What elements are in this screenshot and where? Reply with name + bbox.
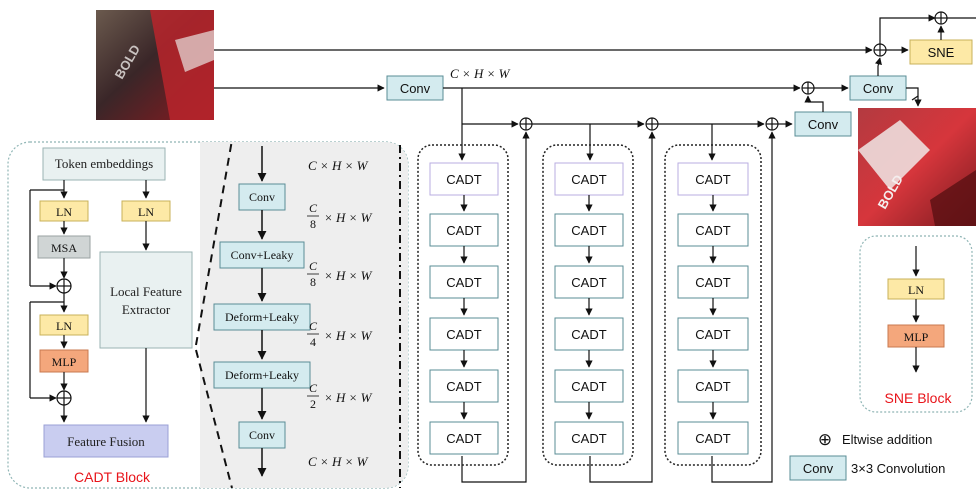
- ln-label-1: LN: [56, 205, 72, 219]
- cadt-label: CADT: [695, 172, 730, 187]
- cadt-label: CADT: [695, 275, 730, 290]
- dims-label: × H × W: [324, 210, 373, 225]
- dims-label: × H × W: [324, 268, 373, 283]
- dims-label: C × H × W: [308, 454, 369, 469]
- lfe-step-label: Conv: [249, 190, 275, 204]
- legend-conv-desc: 3×3 Convolution: [851, 461, 945, 476]
- lfe-step-label: Deform+Leaky: [225, 368, 299, 382]
- cadt-label: CADT: [571, 172, 606, 187]
- dims-label: × H × W: [324, 328, 373, 343]
- ln-label-3: LN: [56, 319, 72, 333]
- sne-label: SNE: [928, 45, 955, 60]
- lfe-step-label: Conv+Leaky: [231, 248, 294, 262]
- sne-block-title: SNE Block: [885, 390, 953, 406]
- dims-frac-num: C: [309, 201, 318, 215]
- cadt-label: CADT: [695, 327, 730, 342]
- dims-frac-den: 8: [310, 275, 316, 289]
- conv-label-3: Conv: [808, 117, 839, 132]
- cadt-label: CADT: [571, 327, 606, 342]
- cadt-label: CADT: [695, 223, 730, 238]
- dims-label-1: C × H × W: [450, 66, 511, 81]
- cadt-stacks: CADT CADT CADT CADT CADT CADT CADT CADT CADT CADT…: [430, 163, 748, 454]
- token-embeddings-label: Token embeddings: [55, 156, 153, 171]
- lfe-label-line2: Extractor: [122, 302, 171, 317]
- output-image: BOLD: [858, 108, 976, 226]
- cadt-label: CADT: [446, 327, 481, 342]
- sne-mlp-label: MLP: [904, 330, 929, 344]
- cadt-label: CADT: [571, 431, 606, 446]
- lfe-step-label: Conv: [249, 428, 275, 442]
- cadt-label: CADT: [571, 379, 606, 394]
- eltwise-legend-symbol: ⊕: [818, 430, 832, 449]
- legend-conv-label: Conv: [803, 461, 834, 476]
- msa-label: MSA: [51, 241, 77, 255]
- dims-label: C × H × W: [308, 158, 369, 173]
- dims-frac-num: C: [309, 319, 318, 333]
- cadt-label: CADT: [446, 223, 481, 238]
- cadt-label: CADT: [695, 431, 730, 446]
- cadt-label: CADT: [571, 223, 606, 238]
- eltwise-legend-label: Eltwise addition: [842, 432, 932, 447]
- dims-frac-den: 2: [310, 397, 316, 411]
- cadt-label: CADT: [446, 431, 481, 446]
- sne-ln-label: LN: [908, 283, 924, 297]
- cadt-label: CADT: [695, 379, 730, 394]
- input-image: BOLD: [96, 10, 214, 120]
- local-feature-extractor-box: [100, 252, 192, 348]
- ln-label-2: LN: [138, 205, 154, 219]
- dims-label: × H × W: [324, 390, 373, 405]
- dims-frac-num: C: [309, 381, 318, 395]
- cadt-label: CADT: [571, 275, 606, 290]
- mlp-label: MLP: [52, 355, 77, 369]
- feature-fusion-label: Feature Fusion: [67, 434, 145, 449]
- lfe-step-label: Deform+Leaky: [225, 310, 299, 324]
- conv-label-1: Conv: [400, 81, 431, 96]
- cadt-label: CADT: [446, 172, 481, 187]
- dims-frac-den: 4: [310, 335, 316, 349]
- cadt-block-title: CADT Block: [74, 469, 151, 485]
- dims-frac-den: 8: [310, 217, 316, 231]
- conv-label-2: Conv: [863, 81, 894, 96]
- lfe-label-line1: Local Feature: [110, 284, 182, 299]
- cadt-label: CADT: [446, 275, 481, 290]
- cadt-label: CADT: [446, 379, 481, 394]
- dims-frac-num: C: [309, 259, 318, 273]
